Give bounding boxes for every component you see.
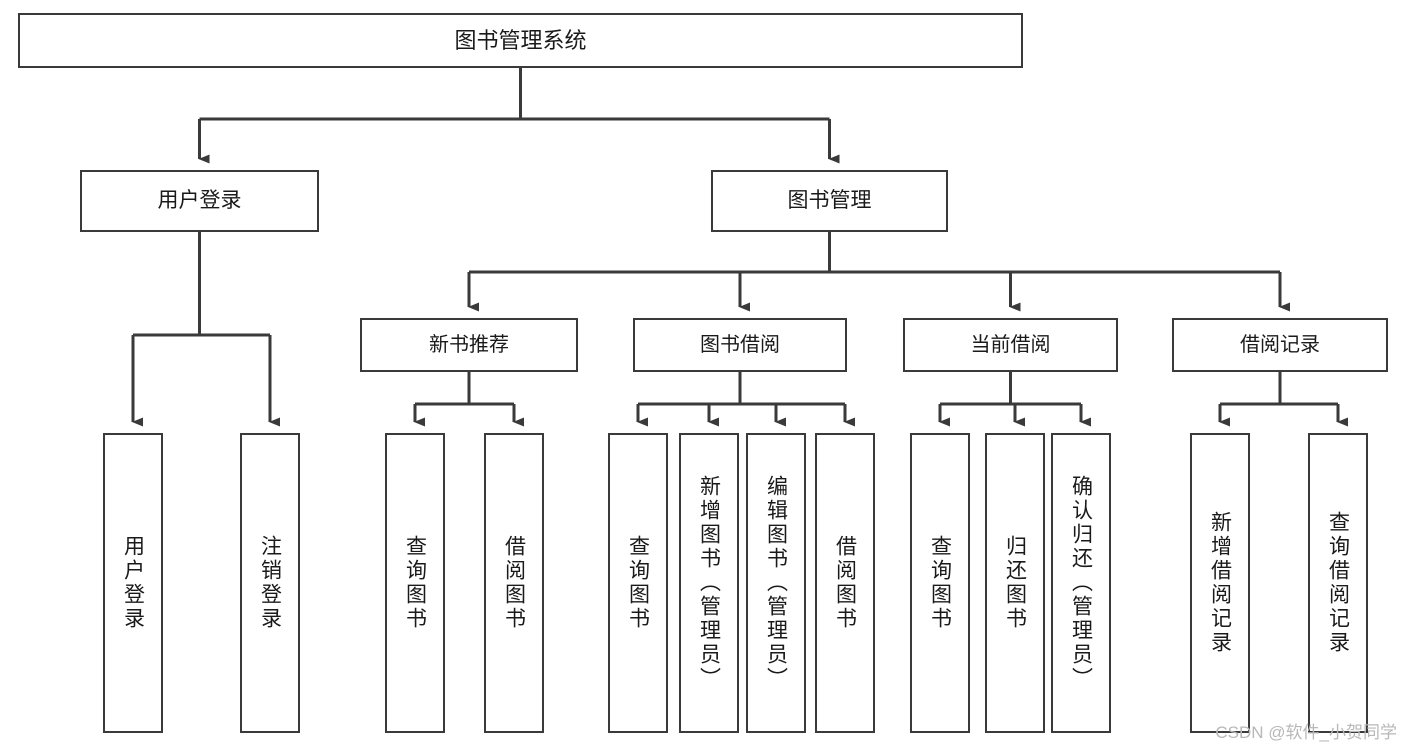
- node-new-book-recommend[interactable]: 新书推荐: [360, 318, 578, 372]
- node-label: 用户登录: [121, 535, 145, 631]
- node-label: 确认归还（管理员）: [1069, 475, 1093, 691]
- node-label: 查询借阅记录: [1326, 511, 1350, 655]
- node-label: 当前借阅: [970, 333, 1051, 356]
- node-leaf-query-borrow-record[interactable]: 查询借阅记录: [1308, 433, 1368, 733]
- node-book-borrow[interactable]: 图书借阅: [633, 318, 847, 372]
- node-current-borrow[interactable]: 当前借阅: [903, 318, 1118, 372]
- node-label: 借阅记录: [1240, 333, 1320, 356]
- node-label: 新书推荐: [429, 333, 509, 356]
- node-root[interactable]: 图书管理系统: [18, 13, 1023, 68]
- node-leaf-query-book-2[interactable]: 查询图书: [608, 433, 668, 733]
- node-leaf-add-book-admin[interactable]: 新增图书（管理员）: [679, 433, 739, 733]
- node-borrow-record[interactable]: 借阅记录: [1172, 318, 1388, 372]
- node-label: 编辑图书（管理员）: [764, 475, 788, 691]
- node-label: 图书借阅: [700, 333, 780, 356]
- node-label: 图书管理系统: [454, 27, 587, 53]
- node-leaf-edit-book-admin[interactable]: 编辑图书（管理员）: [746, 433, 806, 733]
- node-book-manage[interactable]: 图书管理: [711, 170, 948, 232]
- node-label: 新增图书（管理员）: [697, 475, 721, 691]
- node-leaf-borrow-book-1[interactable]: 借阅图书: [484, 433, 544, 733]
- csdn-watermark: CSDN @软件_小贺同学: [1215, 723, 1397, 742]
- node-label: 查询图书: [403, 535, 427, 631]
- node-label: 借阅图书: [502, 535, 526, 631]
- node-leaf-borrow-book-2[interactable]: 借阅图书: [815, 433, 875, 733]
- node-label: 借阅图书: [833, 535, 857, 631]
- node-label: 注销登录: [258, 535, 282, 631]
- node-label: 用户登录: [157, 188, 242, 212]
- node-leaf-confirm-return-admin[interactable]: 确认归还（管理员）: [1051, 433, 1111, 733]
- node-leaf-query-book-3[interactable]: 查询图书: [910, 433, 970, 733]
- node-leaf-query-book-1[interactable]: 查询图书: [385, 433, 445, 733]
- node-leaf-user-login[interactable]: 用户登录: [103, 433, 163, 733]
- node-label: 查询图书: [928, 535, 952, 631]
- node-leaf-add-borrow-record[interactable]: 新增借阅记录: [1190, 433, 1250, 733]
- node-leaf-logout[interactable]: 注销登录: [240, 433, 300, 733]
- node-label: 归还图书: [1003, 535, 1027, 631]
- node-label: 查询图书: [626, 535, 650, 631]
- node-label: 图书管理: [787, 188, 872, 212]
- node-user-login[interactable]: 用户登录: [80, 170, 319, 232]
- node-leaf-return-book[interactable]: 归还图书: [985, 433, 1045, 733]
- node-label: 新增借阅记录: [1208, 511, 1232, 655]
